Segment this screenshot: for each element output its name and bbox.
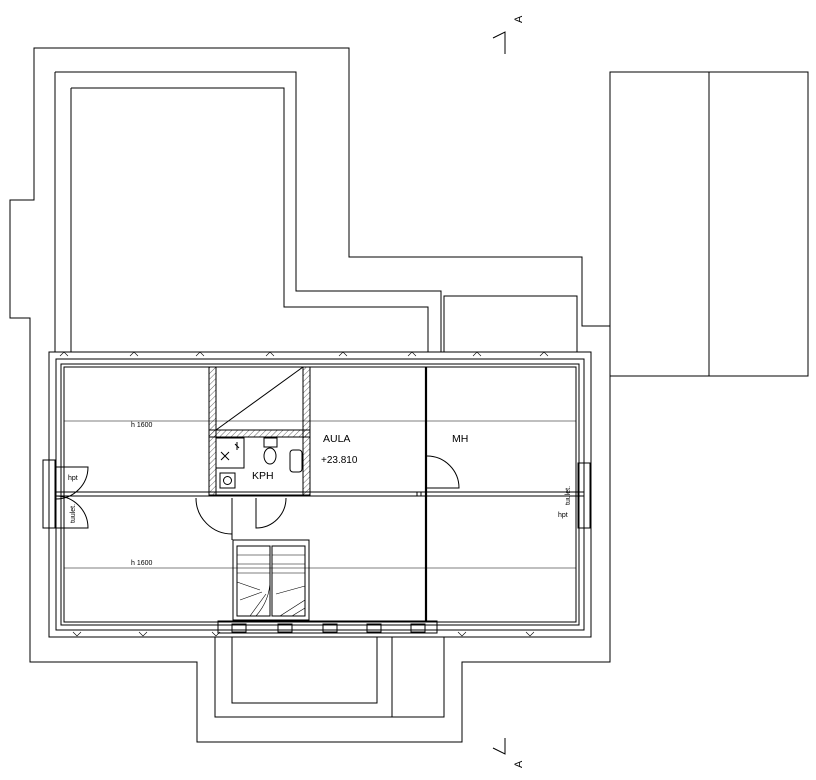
porch-inner bbox=[231, 636, 378, 704]
outer-wall bbox=[48, 351, 592, 638]
toilet-bowl-icon bbox=[263, 447, 277, 465]
wall-line-3 bbox=[60, 363, 580, 626]
room-label-aula: AULA bbox=[323, 433, 350, 445]
section-mark-bottom: A bbox=[492, 738, 525, 768]
shower-symbol bbox=[220, 442, 240, 461]
balcony-outline bbox=[443, 295, 578, 352]
inner-wall bbox=[63, 366, 577, 623]
inner-terrace-outline-2 bbox=[71, 87, 429, 352]
bathroom-wall-top bbox=[208, 429, 311, 438]
left-door-upper-swing bbox=[55, 466, 89, 500]
stair-flight-right bbox=[271, 545, 306, 617]
shower-icon bbox=[215, 437, 245, 469]
vent-note-right: tuulet. bbox=[565, 486, 572, 505]
room-label-mh: MH bbox=[452, 433, 468, 445]
wall-line-2 bbox=[55, 358, 585, 631]
wall-tick-marks bbox=[59, 351, 549, 637]
section-mark-top: A bbox=[492, 15, 525, 54]
left-door-lower-swing bbox=[55, 495, 89, 529]
section-label-top: A bbox=[513, 15, 525, 23]
stair-treads bbox=[236, 554, 306, 617]
height-note-upper: h 1600 bbox=[131, 422, 153, 429]
stair-void-diagonal bbox=[215, 366, 304, 431]
vent-note-left: tuulet. bbox=[70, 504, 77, 523]
front-windows bbox=[217, 620, 438, 634]
height-note-lower: h 1600 bbox=[131, 560, 153, 567]
partition-post bbox=[416, 491, 422, 497]
drain-icon bbox=[219, 472, 236, 489]
porch-outline bbox=[214, 636, 445, 718]
staircase bbox=[232, 539, 310, 621]
drain-circle bbox=[223, 476, 232, 485]
outer-site-outline bbox=[9, 47, 611, 743]
inner-terrace-outline bbox=[55, 71, 442, 352]
stair-flight-left bbox=[236, 545, 271, 617]
section-label-bottom: A bbox=[513, 760, 525, 768]
corridor-door-swing bbox=[195, 497, 233, 535]
sink-icon bbox=[289, 449, 303, 473]
hpt-note-right: hpt bbox=[558, 512, 568, 519]
mh-door-swing bbox=[426, 455, 460, 489]
toilet-tank-icon bbox=[263, 437, 278, 448]
room-label-kph: KPH bbox=[252, 470, 274, 482]
bathroom-door-swing bbox=[255, 497, 287, 529]
level-label: +23.810 bbox=[321, 455, 358, 466]
hpt-note-left: hpt bbox=[68, 475, 78, 482]
